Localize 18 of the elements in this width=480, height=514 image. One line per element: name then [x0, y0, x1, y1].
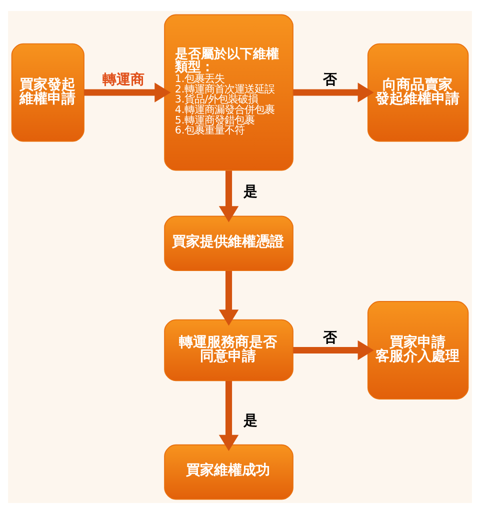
arrow	[218, 380, 239, 451]
edge-label: 是	[244, 184, 258, 200]
arrow	[218, 170, 239, 222]
edge-label: 轉運商	[102, 72, 145, 88]
node-box: 買家申請客服介入處理	[367, 301, 469, 400]
node-box: 買家發起維權申請	[11, 43, 84, 142]
arrow	[293, 340, 374, 360]
arrow	[84, 82, 171, 102]
node-box: 買家維權成功	[164, 444, 294, 500]
edge-label: 否	[322, 72, 337, 88]
node-box: 轉運服務商是否同意申請	[164, 319, 294, 382]
node-box: 是否屬於以下維權類型： 1.包裹丟失 2.轉運商首次運送延誤 3.貨品/外包裝破損 4.轉運商漏發合併包裹 5.轉運商發錯包裹 6.包裹重量不符	[164, 14, 294, 171]
node-box: 買家提供維權憑證	[164, 216, 294, 272]
edge-label: 否	[322, 330, 337, 346]
edge-label: 是	[244, 412, 258, 429]
arrow	[293, 82, 374, 102]
node-box: 向商品賣家發起維權申請	[367, 43, 469, 142]
arrow	[218, 270, 239, 326]
